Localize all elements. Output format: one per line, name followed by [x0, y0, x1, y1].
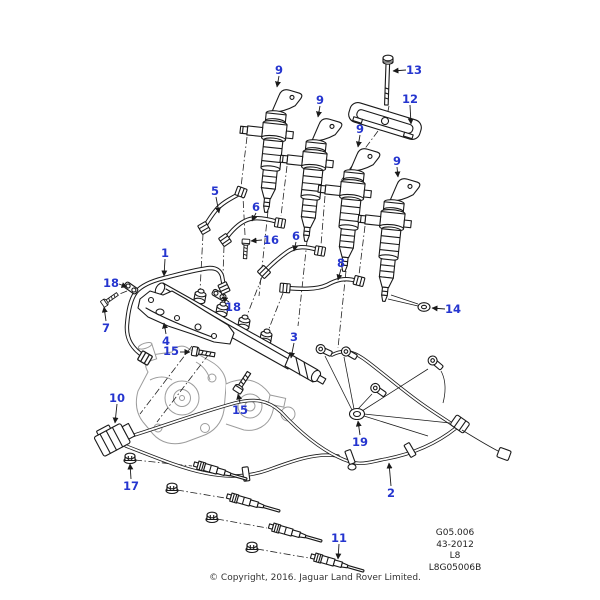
callout-leader-3 — [289, 342, 296, 359]
injector-clamp-bracket — [348, 102, 422, 140]
callout-leader-1 — [161, 258, 168, 277]
callout-leader-10 — [112, 403, 119, 424]
callout-label-18[interactable]: 18 — [103, 276, 119, 290]
callout-label-2[interactable]: 2 — [387, 486, 395, 500]
callout-label-10[interactable]: 10 — [109, 391, 125, 405]
centerlines — [111, 105, 390, 559]
callout-leader-9 — [355, 134, 362, 148]
drawing-code-line: 43-2012 — [436, 539, 474, 550]
injector-washer-14 — [387, 294, 431, 312]
callout-label-8[interactable]: 8 — [337, 256, 345, 270]
callout-leader-8 — [336, 268, 343, 281]
callout-leader-9 — [316, 105, 322, 118]
callout-label-14[interactable]: 14 — [445, 302, 461, 316]
injector-pipe-5 — [197, 185, 248, 236]
callout-label-5[interactable]: 5 — [211, 184, 219, 198]
callout-leader-18 — [221, 296, 230, 303]
callout-label-6[interactable]: 6 — [252, 200, 260, 214]
glow-plug-nut-1 — [123, 452, 137, 465]
drawing-code-line: G05.006 — [435, 528, 475, 538]
callout-leader-9 — [275, 75, 281, 88]
callout-leader-16 — [250, 237, 263, 244]
harness-terminal-4 — [425, 353, 446, 373]
callout-leader-12 — [407, 104, 414, 125]
callout-leader-14 — [431, 305, 446, 312]
callout-label-15[interactable]: 15 — [163, 344, 179, 358]
callout-label-9[interactable]: 9 — [316, 93, 324, 107]
callout-label-3[interactable]: 3 — [290, 330, 298, 344]
stud-16 — [240, 238, 251, 260]
callout-leader-18 — [118, 282, 128, 288]
injector-pipe-6b — [256, 245, 327, 280]
harness-connector-10 — [93, 422, 136, 457]
harness-terminal-1 — [314, 342, 334, 359]
callout-label-19[interactable]: 19 — [352, 435, 368, 449]
callout-leader-6 — [251, 212, 258, 222]
high-pressure-pipe-1 — [124, 265, 231, 366]
callout-leader-11 — [335, 543, 342, 560]
callout-label-1[interactable]: 1 — [161, 246, 169, 260]
callout-label-9[interactable]: 9 — [393, 154, 401, 168]
callout-leader-19 — [355, 420, 362, 436]
callout-label-13[interactable]: 13 — [406, 63, 422, 77]
callout-leader-5 — [215, 196, 221, 214]
callout-leader-4 — [162, 322, 168, 335]
injector-pipe-6a — [217, 216, 287, 248]
callout-label-17[interactable]: 17 — [123, 479, 139, 493]
copyright-notice: © Copyright, 2016. Jaguar Land Rover Lim… — [209, 573, 421, 583]
harness-grommet-19 — [348, 407, 366, 421]
pipe-clip-18a — [122, 280, 140, 296]
glow-plug-2 — [225, 491, 282, 516]
callout-leader-2 — [386, 462, 393, 487]
callout-leader-6 — [292, 241, 299, 252]
callout-leader-7 — [101, 306, 108, 322]
callout-label-16[interactable]: 16 — [263, 233, 279, 247]
callout-label-4[interactable]: 4 — [162, 334, 170, 348]
callouts-layer: 9 9 9 9 13 12 5 6 16 6 1 18 8 7 4 18 3 15 15 14 10 19 17 2 11 — [101, 63, 461, 560]
rail-mounting-bracket — [137, 290, 235, 345]
callout-label-18[interactable]: 18 — [225, 300, 241, 314]
callout-leader-9 — [394, 166, 401, 178]
callout-label-7[interactable]: 7 — [102, 321, 110, 335]
drawing-code-block: G05.006 43-2012 L8 L8G05006B — [395, 528, 515, 574]
glow-plug-nut-2 — [165, 482, 179, 495]
callout-label-9[interactable]: 9 — [356, 122, 364, 136]
drawing-code-line: L8G05006B — [428, 562, 482, 573]
clamp-bolt-13 — [382, 54, 394, 106]
callout-label-11[interactable]: 11 — [331, 531, 347, 545]
clip-bolt-7 — [99, 290, 120, 308]
callout-leader-13 — [392, 67, 407, 74]
glow-plug-nut-4 — [245, 541, 259, 554]
drawing-code-line: L8 — [449, 551, 461, 562]
callout-label-6[interactable]: 6 — [292, 229, 300, 243]
glow-plug-3 — [267, 521, 324, 546]
glow-plug-4 — [309, 551, 366, 576]
injector-pipe-8 — [279, 274, 366, 294]
callout-leader-17 — [127, 463, 134, 480]
callout-label-12[interactable]: 12 — [402, 92, 418, 106]
callout-label-15[interactable]: 15 — [232, 403, 248, 417]
glow-plug-nut-3 — [205, 511, 219, 524]
callout-label-9[interactable]: 9 — [275, 63, 283, 77]
callout-leader-15 — [236, 393, 243, 404]
